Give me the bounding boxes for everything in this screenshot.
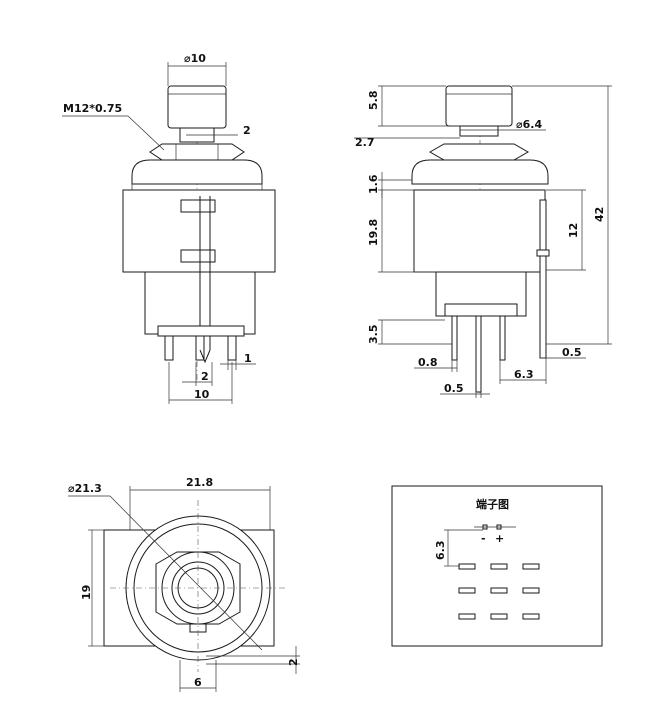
terminal-slot: [522, 613, 540, 620]
dim-pin-thickness: 1: [244, 352, 252, 365]
terminal-slot: [490, 587, 508, 594]
front-pin-center: [195, 335, 205, 361]
terminal-title: 端子图: [476, 497, 509, 511]
dim-body-width: 21.8: [186, 476, 213, 489]
terminal-minus: -: [481, 532, 486, 545]
side-nut: [428, 143, 530, 161]
bottom-view: 21.8 ⌀21.3 19 2 6: [68, 476, 300, 692]
dim-collar-diameter: ⌀6.4: [516, 118, 542, 131]
side-pin-block: [444, 303, 518, 317]
side-pin-3: [499, 315, 506, 361]
dim-pin-block-height: 3.5: [367, 325, 380, 345]
dim-key-height: 2: [287, 658, 300, 666]
dim-pin-offset-b: 6.3: [514, 368, 534, 381]
front-slider-bottom: [180, 249, 216, 263]
dim-side-pin-width: 0.5: [562, 346, 582, 359]
front-pin-right: [227, 335, 237, 361]
terminal-slot: [490, 563, 508, 570]
dim-key-width: 6: [194, 676, 202, 689]
dim-body-depth: 19: [80, 585, 93, 600]
side-terminal-pin: [539, 199, 547, 359]
side-body: [413, 189, 546, 273]
dim-pin-offset-a: 0.8: [418, 356, 438, 369]
dim-pin-spacing: 2: [201, 370, 209, 383]
side-flange: [411, 159, 549, 185]
front-view: ⌀10 M12*0.75 2 1 2 10: [62, 52, 276, 404]
front-flange: [131, 159, 263, 185]
front-pin-left: [164, 335, 174, 361]
terminal-slot: [458, 587, 476, 594]
side-view: 5.8 2.7 ⌀6.4 1.6 19.8 3.5 42 12: [354, 85, 612, 398]
dim-body-height: 19.8: [367, 219, 380, 246]
dim-pin-span: 10: [194, 388, 210, 401]
front-pin-block: [157, 325, 245, 337]
side-pin-1: [451, 315, 458, 361]
terminal-pitch: 6.3: [434, 541, 447, 561]
dim-button-diameter: ⌀10: [184, 52, 206, 65]
terminal-slot: [490, 613, 508, 620]
dim-flange-height: 1.6: [367, 174, 380, 194]
front-nut: [149, 143, 245, 161]
dim-button-height: 5.8: [367, 91, 380, 111]
terminal-frame: [391, 485, 603, 647]
dim-pin-width: 0.5: [444, 382, 464, 395]
terminal-slot: [522, 587, 540, 594]
side-pin-2: [475, 315, 482, 393]
dim-flat-width: 2: [243, 124, 251, 137]
terminal-diagram: 端子图 - + 6.3: [391, 485, 603, 647]
dim-thread: M12*0.75: [63, 102, 122, 115]
dim-total-height: 42: [593, 207, 606, 222]
side-collar: [459, 125, 499, 137]
terminal-plus: +: [495, 532, 504, 545]
dim-collar-height: 2.7: [355, 136, 375, 149]
terminal-slot: [458, 613, 476, 620]
front-button-cap: [167, 85, 227, 129]
side-terminal-tab: [536, 249, 550, 257]
terminal-slot: [522, 563, 540, 570]
front-slider-top: [180, 199, 216, 213]
dim-side-pin-height: 12: [567, 223, 580, 238]
dim-flange-diameter: ⌀21.3: [68, 482, 102, 495]
terminal-slot: [458, 563, 476, 570]
side-button-cap: [445, 85, 513, 127]
